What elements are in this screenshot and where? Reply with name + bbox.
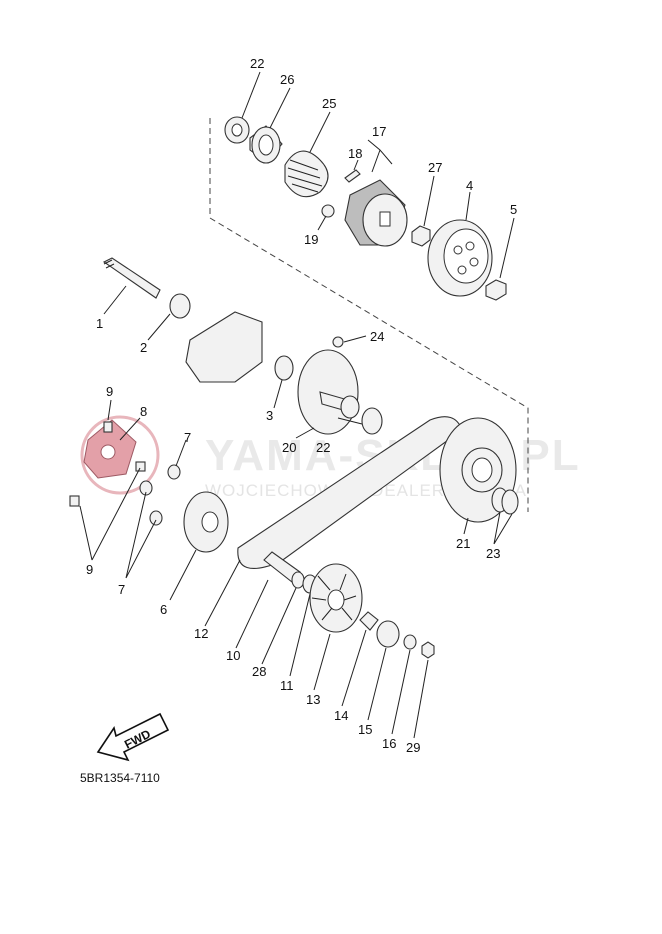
clip-9b	[135, 461, 146, 472]
bearing-2	[169, 293, 191, 319]
engine-case	[185, 311, 263, 383]
part-labels: 22 26 25 17 18 19 27 4 5 1 2 24 3 20 22 …	[86, 56, 517, 755]
forward-arrow-icon	[96, 712, 170, 762]
nut-5	[485, 279, 507, 301]
label-7-bottom: 7	[118, 582, 125, 597]
label-22-top: 22	[250, 56, 264, 71]
v-belt-12	[237, 416, 463, 569]
label-19: 19	[304, 232, 318, 247]
label-1: 1	[96, 316, 103, 331]
roller-7b	[139, 480, 153, 496]
one-way-clutch-15	[376, 620, 400, 648]
label-25: 25	[322, 96, 336, 111]
label-27: 27	[428, 160, 442, 175]
watermark-logo-icon	[80, 415, 160, 495]
label-23: 23	[486, 546, 500, 561]
label-17: 17	[372, 124, 386, 139]
roller-7a	[167, 464, 181, 480]
clutch-housing-4	[427, 219, 493, 297]
label-18: 18	[348, 146, 362, 161]
washer-28	[291, 571, 305, 589]
label-21: 21	[456, 536, 470, 551]
label-20: 20	[282, 440, 296, 455]
label-13: 13	[306, 692, 320, 707]
sliding-sheave-20	[297, 349, 360, 435]
washer-16	[403, 634, 417, 650]
label-7-top: 7	[184, 430, 191, 445]
label-12: 12	[194, 626, 208, 641]
clutch-carrier-17	[344, 179, 408, 247]
shaft-1	[102, 257, 161, 299]
screw-24	[332, 336, 344, 348]
label-5: 5	[510, 202, 517, 217]
label-9-top: 9	[106, 384, 113, 399]
label-14: 14	[334, 708, 348, 723]
label-10: 10	[226, 648, 240, 663]
pin-18	[344, 169, 361, 183]
label-24: 24	[370, 329, 384, 344]
label-9-bottom: 9	[86, 562, 93, 577]
label-15: 15	[358, 722, 372, 737]
label-22-lower: 22	[316, 440, 330, 455]
roller-7c	[149, 510, 163, 526]
nut-27	[411, 225, 431, 247]
spring-25	[284, 150, 329, 198]
diagram-code: 5BR1354-7110	[80, 771, 160, 785]
label-4: 4	[466, 178, 473, 193]
cam-plate-8	[83, 419, 137, 479]
label-26: 26	[280, 72, 294, 87]
washer-14	[359, 611, 379, 631]
label-8: 8	[140, 404, 147, 419]
clip-9c	[69, 495, 80, 507]
label-11: 11	[280, 678, 294, 693]
assembly-boundary	[209, 118, 529, 512]
seal-22-lower	[361, 407, 383, 435]
clip-9a	[103, 421, 113, 433]
forward-direction-indicator: FWD	[96, 712, 170, 762]
label-28: 28	[252, 664, 266, 679]
label-3: 3	[266, 408, 273, 423]
label-16: 16	[382, 736, 396, 751]
label-2: 2	[140, 340, 147, 355]
seal-3	[274, 355, 294, 381]
o-ring-23b	[501, 489, 519, 515]
washer-19	[321, 204, 335, 218]
label-6: 6	[160, 602, 167, 617]
fan-sheave-13	[309, 563, 363, 633]
nut-29	[421, 641, 435, 659]
collar-26	[249, 125, 283, 164]
label-29: 29	[406, 740, 420, 755]
leader-lines	[79, 71, 515, 739]
primary-sliding-sheave-6	[183, 491, 229, 553]
